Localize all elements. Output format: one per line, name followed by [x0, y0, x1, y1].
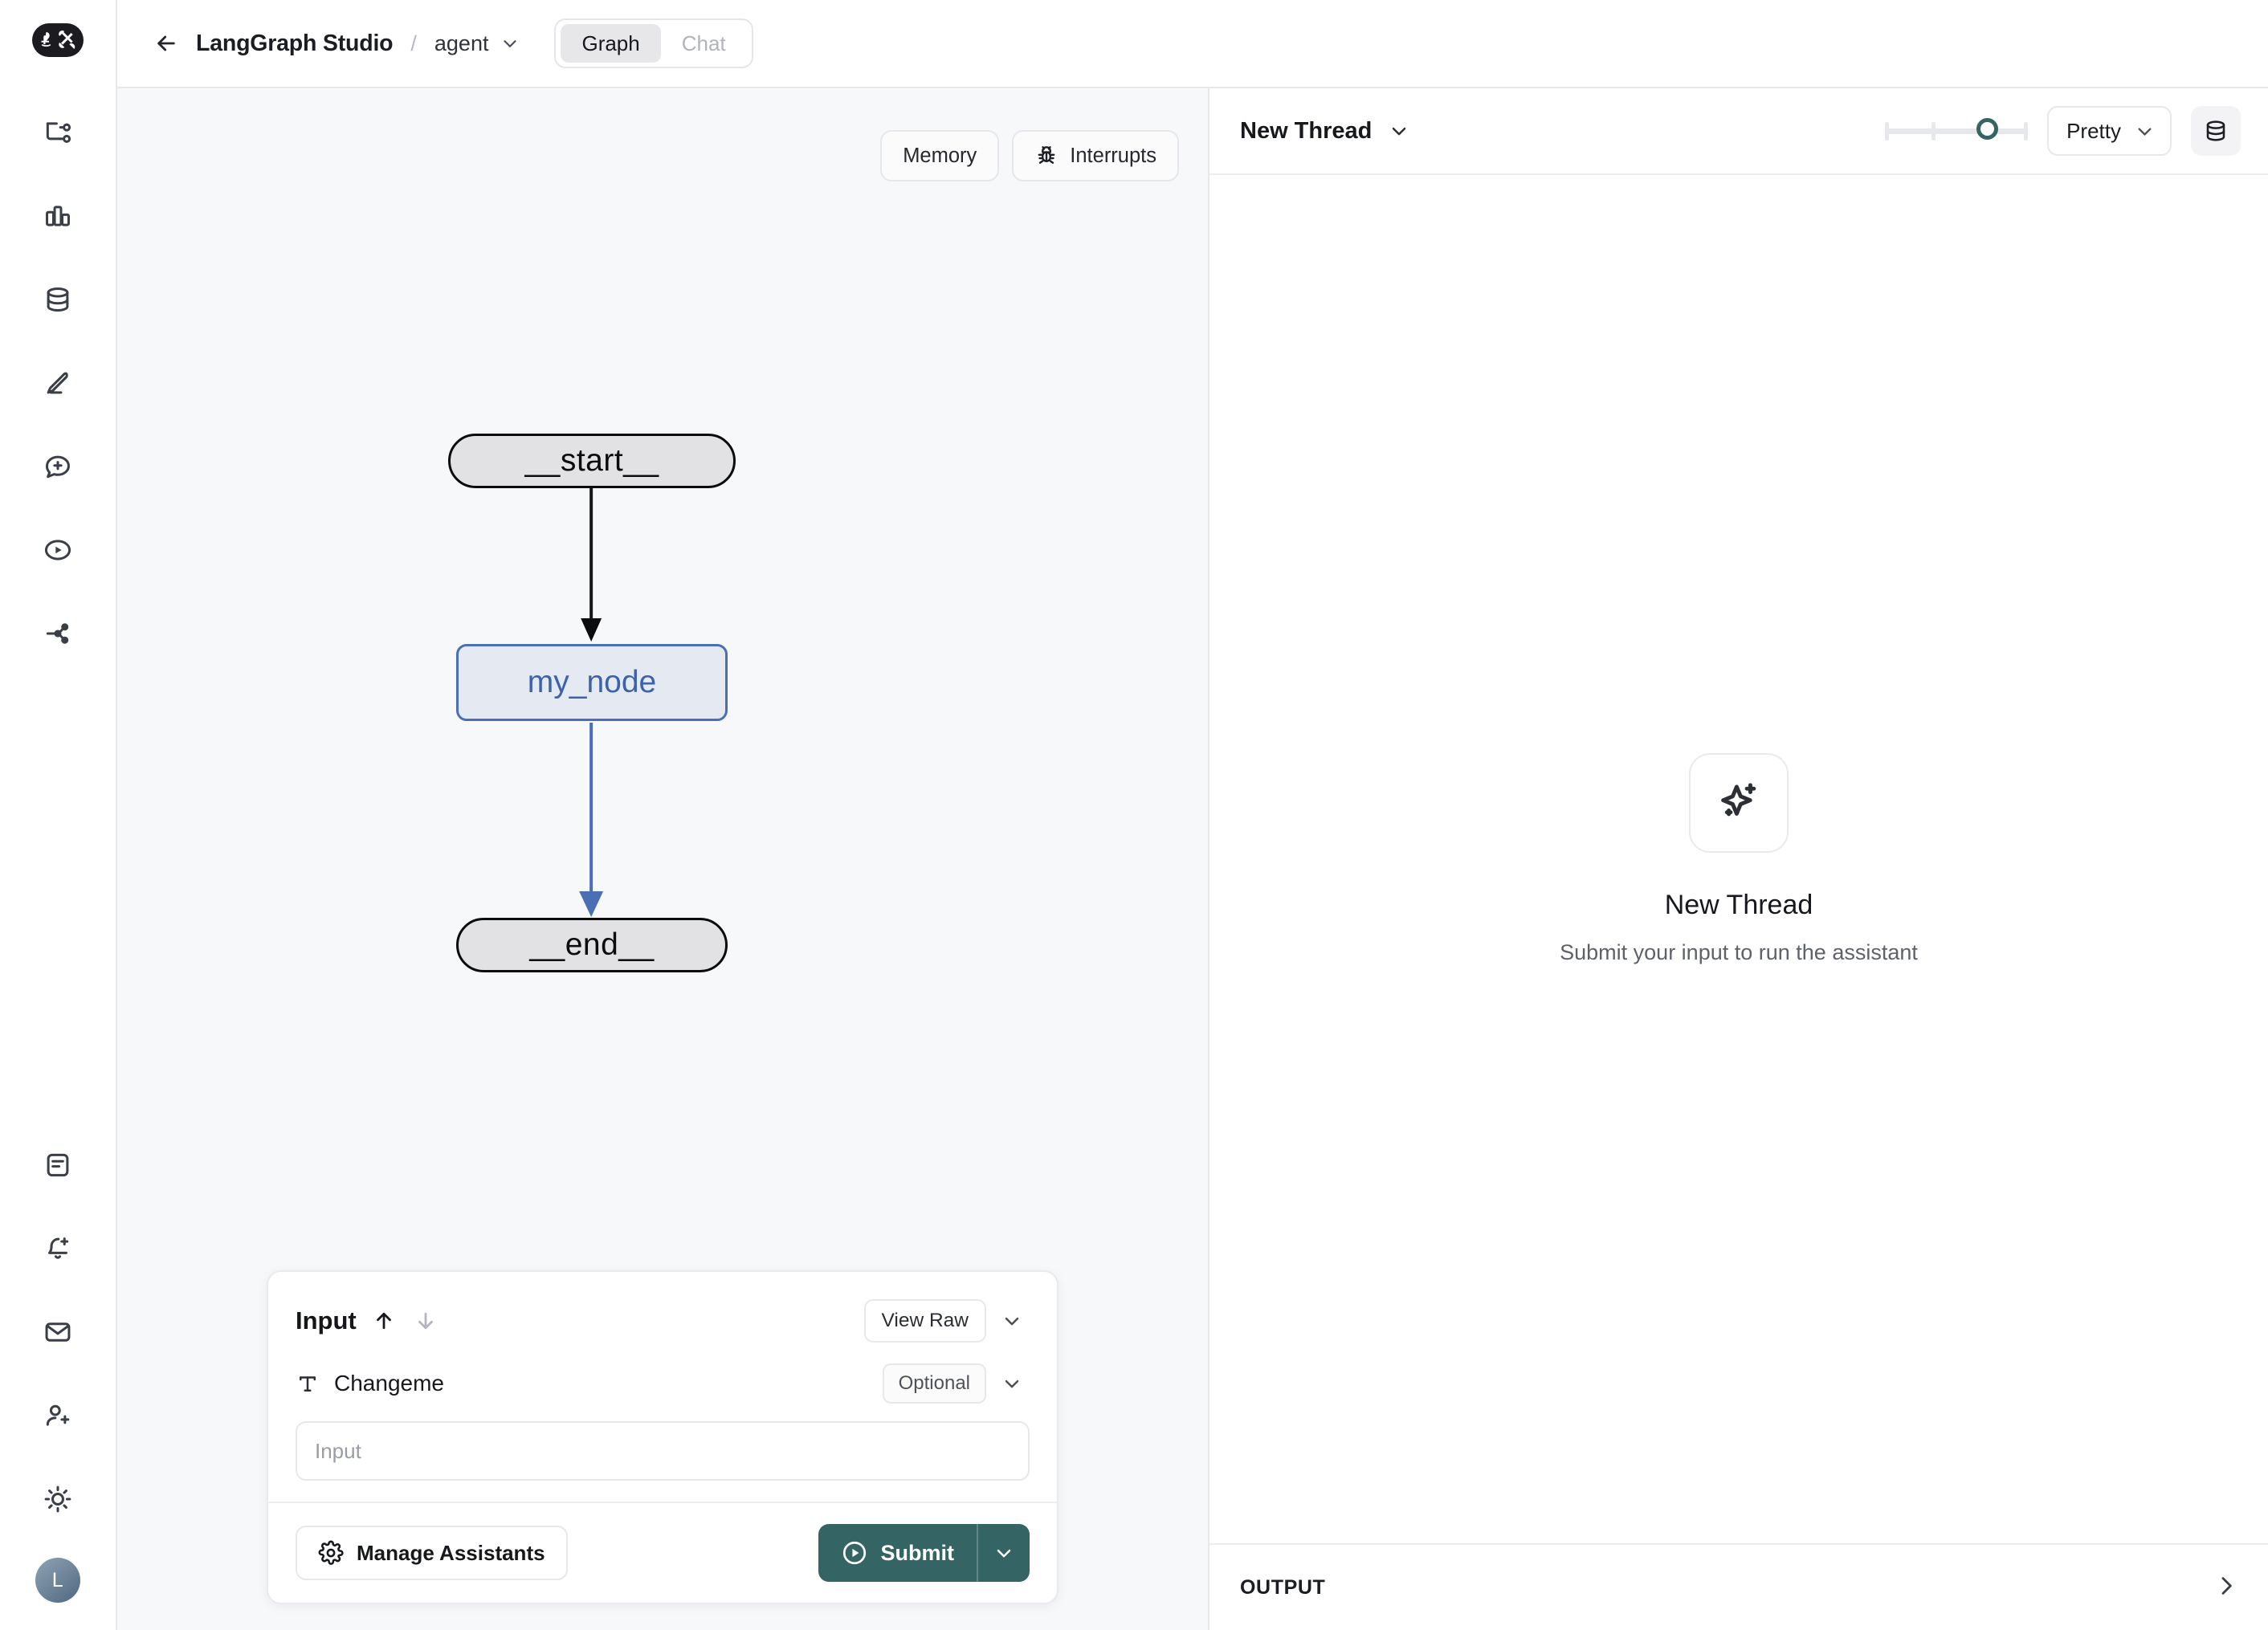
graph-node-my-node-label: my_node — [527, 665, 657, 699]
format-select[interactable]: Pretty — [2047, 106, 2172, 156]
slider-tick — [1931, 122, 1936, 141]
graph-toolbar: Memory Interrupts — [880, 130, 1179, 181]
graph-node-end[interactable]: __end__ — [456, 918, 728, 972]
thread-state-button[interactable] — [2191, 106, 2241, 156]
output-label: OUTPUT — [1240, 1575, 1326, 1599]
manage-assistants-label: Manage Assistants — [357, 1540, 545, 1565]
memory-button-label: Memory — [903, 144, 977, 167]
tab-chat[interactable]: Chat — [681, 31, 726, 55]
view-mode-tabs: Graph Chat — [554, 18, 753, 68]
format-chevron-down-icon — [2134, 120, 2156, 142]
thread-header-actions: Pretty — [1885, 106, 2241, 156]
langchain-logo[interactable] — [31, 22, 84, 58]
langchain-parrot-logo-icon — [32, 23, 84, 57]
input-panel-title: Input — [296, 1306, 357, 1335]
sidebar-item-invite[interactable] — [33, 1391, 83, 1441]
input-panel-collapse-chevron-down-icon[interactable] — [994, 1303, 1030, 1339]
play-circle-icon — [841, 1539, 868, 1567]
edge-start-to-mynode — [581, 487, 602, 642]
input-panel-footer: Manage Assistants Submit — [268, 1502, 1057, 1603]
input-field-label-group: Changeme — [296, 1371, 444, 1396]
thread-title: New Thread — [1240, 117, 1373, 144]
sidebar-item-deployments[interactable] — [33, 609, 83, 658]
slider-thumb[interactable] — [1976, 118, 1999, 140]
empty-state-subtitle: Submit your input to run the assistant — [1560, 940, 1918, 964]
sidebar-item-docs[interactable] — [33, 1140, 83, 1190]
status-badge-optional: Optional — [882, 1363, 986, 1404]
view-raw-button[interactable]: View Raw — [863, 1299, 986, 1343]
rail-bottom-group: L — [33, 1140, 83, 1603]
history-slider[interactable] — [1885, 115, 2029, 147]
changeme-input[interactable] — [296, 1421, 1030, 1481]
left-icon-rail: L — [0, 0, 117, 1630]
thread-pane: New Thread — [1209, 88, 2268, 1630]
graph-node-start-label: __start__ — [524, 443, 659, 478]
gear-icon — [318, 1540, 344, 1566]
submit-button-group: Submit — [818, 1524, 1030, 1582]
graph-canvas[interactable]: __start__ my_node __end__ — [117, 88, 1208, 1630]
sidebar-item-playground[interactable] — [33, 525, 83, 575]
slider-tick — [2024, 122, 2029, 141]
main-area: LangGraph Studio / agent Graph Chat Memo… — [61, 0, 2268, 1630]
avatar[interactable]: L — [35, 1558, 80, 1603]
breadcrumb-graph-name[interactable]: agent — [434, 31, 489, 55]
submit-options-chevron-down-icon[interactable] — [977, 1524, 1030, 1582]
back-button[interactable] — [148, 25, 185, 62]
tab-graph[interactable]: Graph — [561, 24, 661, 63]
interrupts-button-label: Interrupts — [1070, 144, 1156, 167]
body-split: Memory Interrupts — [117, 88, 2268, 1630]
sidebar-item-tracing[interactable] — [33, 108, 83, 157]
graph-pane: Memory Interrupts — [117, 88, 1209, 1630]
sidebar-item-inbox[interactable] — [33, 1307, 83, 1357]
input-field-name: Changeme — [334, 1371, 444, 1396]
sidebar-item-theme[interactable] — [33, 1474, 83, 1524]
submit-button[interactable]: Submit — [818, 1524, 977, 1582]
input-field-wrap — [268, 1404, 1057, 1502]
input-panel-header-actions: View Raw — [863, 1299, 1030, 1343]
memory-button[interactable]: Memory — [880, 130, 1000, 181]
sidebar-item-annotations[interactable] — [33, 358, 83, 408]
input-panel-header: Input View Raw — [268, 1272, 1057, 1343]
top-bar: LangGraph Studio / agent Graph Chat — [61, 0, 2268, 88]
thread-selector[interactable]: New Thread — [1240, 118, 1410, 145]
input-field-row: Changeme Optional — [268, 1343, 1057, 1404]
chevron-down-icon[interactable] — [500, 33, 520, 54]
edge-mynode-to-end — [579, 723, 604, 917]
input-panel-title-group: Input — [296, 1306, 440, 1335]
arrow-down-icon[interactable] — [411, 1306, 440, 1335]
sparkles-icon — [1689, 753, 1789, 853]
input-panel: Input View Raw — [267, 1270, 1059, 1604]
interrupts-button[interactable]: Interrupts — [1012, 130, 1179, 181]
database-icon — [2203, 118, 2229, 144]
graph-node-end-label: __end__ — [529, 927, 655, 962]
manage-assistants-button[interactable]: Manage Assistants — [296, 1526, 568, 1580]
sidebar-item-monitoring[interactable] — [33, 191, 83, 241]
sidebar-item-prompts[interactable] — [33, 442, 83, 491]
text-type-icon — [296, 1371, 320, 1396]
page-title[interactable]: LangGraph Studio — [196, 30, 394, 56]
sidebar-item-datasets[interactable] — [33, 275, 83, 324]
thread-header: New Thread — [1209, 88, 2268, 175]
arrow-up-icon[interactable] — [369, 1306, 398, 1335]
output-section-toggle[interactable]: OUTPUT — [1209, 1543, 2268, 1630]
breadcrumb-separator: / — [410, 31, 417, 55]
input-field-chevron-down-icon[interactable] — [994, 1366, 1030, 1401]
thread-empty-state: New Thread Submit your input to run the … — [1209, 175, 2268, 1543]
empty-state-title: New Thread — [1664, 890, 1813, 920]
rail-top-group — [33, 108, 83, 658]
chevron-right-icon[interactable] — [2213, 1573, 2239, 1603]
bug-icon — [1034, 144, 1059, 168]
format-select-value: Pretty — [2066, 118, 2121, 143]
input-field-actions: Optional — [882, 1363, 1030, 1404]
submit-button-label: Submit — [880, 1540, 955, 1565]
slider-track — [1885, 128, 2029, 134]
graph-node-my-node[interactable]: my_node — [456, 644, 728, 721]
graph-node-start[interactable]: __start__ — [448, 434, 736, 488]
slider-tick — [1885, 122, 1890, 141]
thread-chevron-down-icon — [1388, 120, 1410, 142]
sidebar-item-alerts[interactable] — [33, 1224, 83, 1273]
